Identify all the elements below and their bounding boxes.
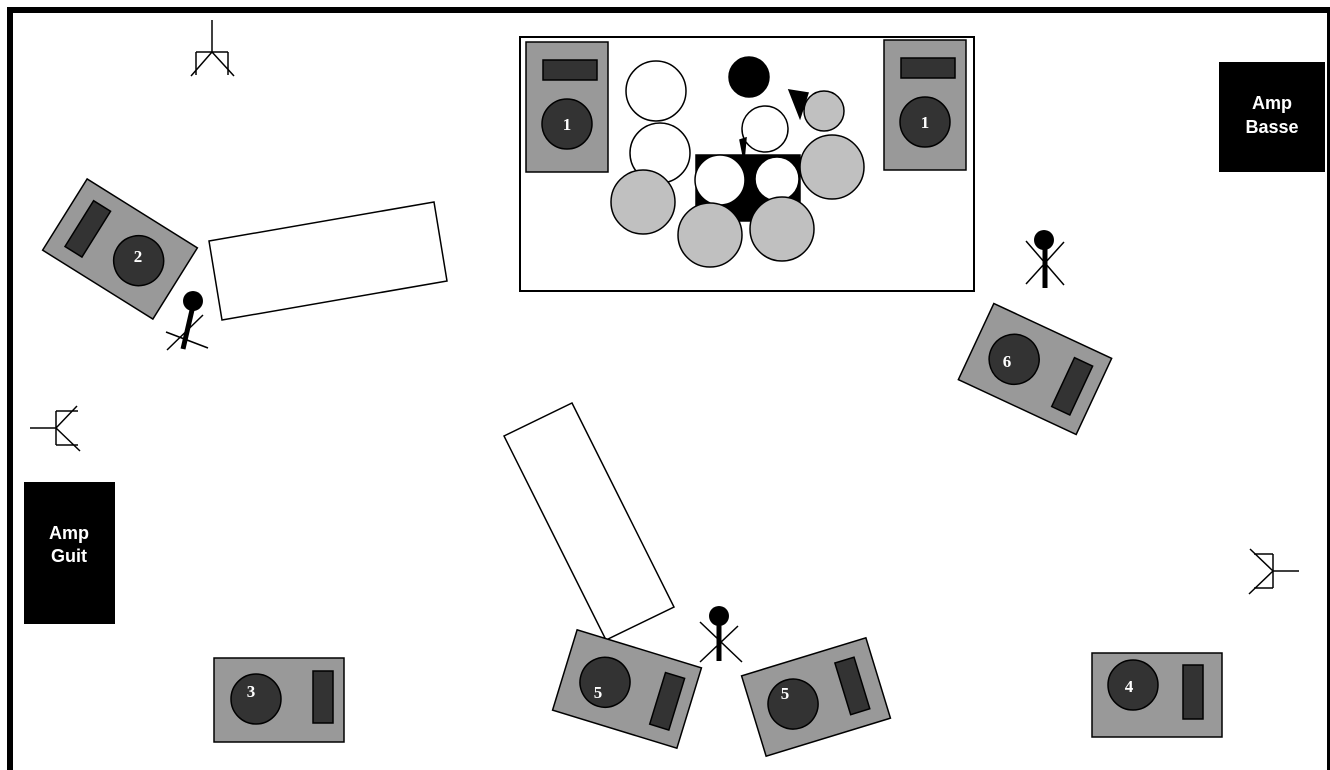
amp-label-line2: Guit bbox=[51, 546, 87, 566]
cymbal-icon bbox=[803, 90, 845, 132]
person-icon bbox=[165, 291, 209, 351]
monitor-wedge-icon bbox=[551, 628, 703, 750]
monitor-number: 6 bbox=[1003, 352, 1012, 371]
monitor-wedge-icon: 4 bbox=[1091, 652, 1223, 738]
amp-label-line1: Amp bbox=[49, 523, 89, 543]
drum-monitor-left: 1 bbox=[525, 41, 609, 173]
monitor-horn bbox=[833, 656, 871, 716]
monitor-wedge-icon: 3 bbox=[213, 657, 345, 743]
cymbal-icon bbox=[799, 134, 865, 200]
monitor-number: 1 bbox=[563, 115, 572, 134]
drum-monitor-right: 1 bbox=[883, 39, 967, 171]
monitor-number: 5 bbox=[594, 683, 603, 702]
cymbal-icon bbox=[749, 196, 815, 262]
guitar-amp: Amp Guit bbox=[24, 482, 115, 624]
monitor-speaker-icon bbox=[899, 96, 951, 148]
mic-stand-icon bbox=[30, 405, 81, 452]
monitor-number: 2 bbox=[134, 247, 143, 266]
monitor-horn bbox=[1182, 664, 1204, 720]
amp-box bbox=[24, 482, 115, 624]
drum-riser: 1 1 bbox=[519, 36, 975, 292]
monitor-wedge-icon bbox=[740, 636, 892, 758]
snare-icon bbox=[694, 154, 746, 206]
drum-kit-icon bbox=[610, 56, 865, 268]
monitor-wedge-icon bbox=[957, 302, 1113, 436]
amp-label-line1: Amp bbox=[1252, 93, 1292, 113]
monitor-horn bbox=[312, 670, 334, 724]
monitor-speaker-icon bbox=[579, 656, 631, 709]
mic-stand-icon bbox=[190, 20, 235, 77]
monitor-speaker-icon bbox=[230, 673, 282, 725]
platform-center bbox=[502, 402, 676, 641]
amp-label-line2: Basse bbox=[1245, 117, 1298, 137]
tom-icon bbox=[754, 156, 800, 202]
monitor-speaker-icon bbox=[767, 678, 819, 730]
monitor-speaker-icon bbox=[541, 98, 593, 150]
monitor-horn bbox=[63, 199, 112, 259]
monitor-horn bbox=[542, 59, 598, 81]
monitor-horn bbox=[648, 671, 686, 731]
monitor-speaker-icon bbox=[1107, 659, 1159, 711]
monitor-horn bbox=[1050, 356, 1094, 417]
monitor-number: 3 bbox=[247, 682, 256, 701]
monitor-speaker-icon bbox=[112, 234, 165, 287]
amp-box bbox=[1219, 62, 1325, 172]
monitor-number: 1 bbox=[921, 113, 930, 132]
cymbal-icon bbox=[610, 169, 676, 235]
bass-amp: Amp Basse bbox=[1219, 62, 1325, 172]
monitor-speaker-icon bbox=[988, 333, 1040, 386]
monitor-horn bbox=[900, 57, 956, 79]
monitor-number: 4 bbox=[1125, 677, 1134, 696]
monitor-number: 5 bbox=[781, 684, 790, 703]
tom-icon bbox=[741, 105, 789, 153]
monitor-wedge-icon bbox=[41, 177, 199, 321]
person-icon bbox=[1025, 230, 1065, 288]
tom-icon bbox=[625, 60, 687, 122]
person-icon bbox=[699, 606, 743, 663]
mic-stand-icon bbox=[1248, 548, 1299, 595]
cowbell-icon bbox=[728, 56, 770, 98]
platform-left bbox=[208, 201, 448, 321]
cymbal-icon bbox=[677, 202, 743, 268]
